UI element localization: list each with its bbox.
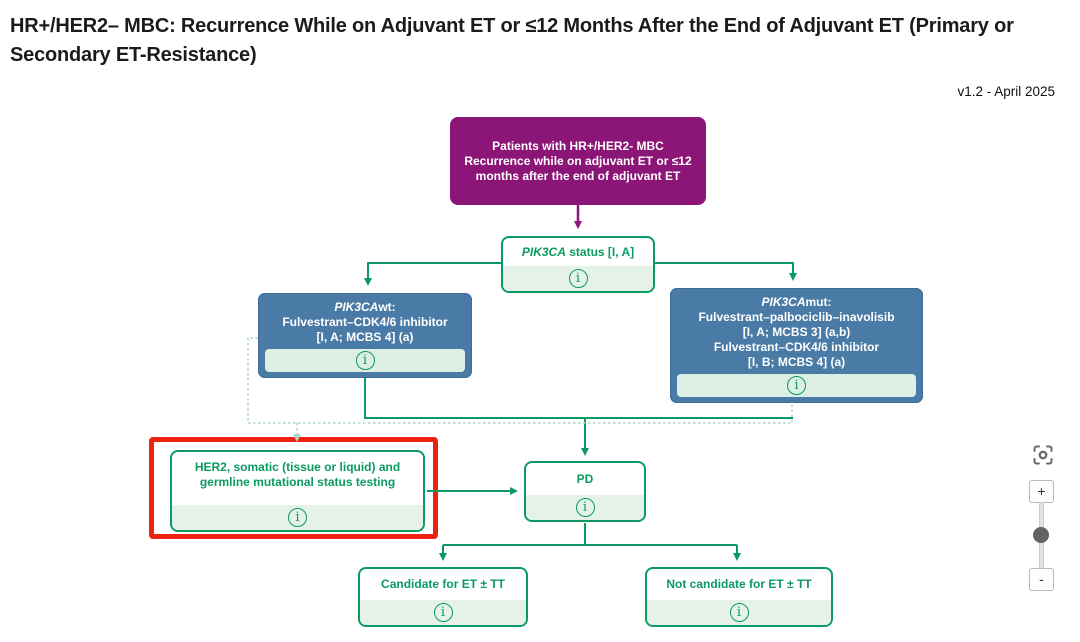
- info-strip: i: [647, 600, 831, 625]
- pik3ca-mut-box: PIK3CAmut: Fulvestrant–palbociclib–inavo…: [670, 288, 923, 403]
- info-strip: i: [526, 495, 644, 520]
- not-candidate-label: Not candidate for ET ± TT: [666, 577, 812, 591]
- info-icon[interactable]: i: [288, 508, 307, 527]
- pd-label: PD: [576, 471, 594, 486]
- info-strip: i: [503, 266, 653, 291]
- info-icon[interactable]: i: [729, 603, 749, 622]
- focus-icon: [1033, 445, 1053, 465]
- pik3ca-status-label: PIK3CA status [I, A]: [521, 244, 635, 259]
- info-icon[interactable]: i: [433, 603, 453, 622]
- mut-line5: [I, B; MCBS 4] (a): [747, 355, 846, 369]
- zoom-in-button[interactable]: +: [1029, 480, 1054, 503]
- patients-line2: Recurrence while on adjuvant ET or ≤12 m…: [464, 153, 692, 183]
- pik3ca-wt-box: PIK3CAwt: Fulvestrant–CDK4/6 inhibitor […: [258, 293, 472, 378]
- patients-line1: Patients with HR+/HER2- MBC: [492, 138, 664, 153]
- her2-testing-box: HER2, somatic (tissue or liquid) and ger…: [170, 450, 425, 532]
- info-icon[interactable]: i: [575, 498, 595, 517]
- candidate-label: Candidate for ET ± TT: [381, 577, 505, 591]
- info-icon[interactable]: i: [568, 269, 588, 288]
- info-strip: i: [677, 374, 916, 397]
- info-strip: i: [360, 600, 526, 625]
- info-icon[interactable]: i: [355, 351, 375, 370]
- not-candidate-box: Not candidate for ET ± TT i: [645, 567, 833, 627]
- mut-line2: Fulvestrant–palbociclib–inavolisib: [698, 310, 895, 324]
- page-title: HR+/HER2– MBC: Recurrence While on Adjuv…: [10, 15, 1014, 66]
- patients-box: Patients with HR+/HER2- MBC Recurrence w…: [450, 117, 706, 205]
- wt-line1: PIK3CAwt:: [334, 300, 396, 314]
- pd-box: PD i: [524, 461, 646, 522]
- mut-line4: Fulvestrant–CDK4/6 inhibitor: [713, 340, 880, 354]
- info-strip: i: [172, 505, 423, 530]
- wt-line3: [I, A; MCBS 4] (a): [316, 330, 414, 344]
- info-icon[interactable]: i: [787, 376, 806, 395]
- zoom-slider-handle[interactable]: [1033, 527, 1049, 543]
- version-label: v1.2 - April 2025: [957, 84, 1055, 99]
- reset-zoom-button[interactable]: [1031, 443, 1055, 467]
- wt-line2: Fulvestrant–CDK4/6 inhibitor: [282, 315, 448, 329]
- candidate-box: Candidate for ET ± TT i: [358, 567, 528, 627]
- pik3ca-status-box: PIK3CA status [I, A] i: [501, 236, 655, 293]
- mut-line1: PIK3CAmut:: [761, 295, 832, 309]
- zoom-out-button[interactable]: -: [1029, 568, 1054, 591]
- her2-testing-label: HER2, somatic (tissue or liquid) and ger…: [194, 460, 401, 489]
- info-strip: i: [265, 349, 465, 372]
- mut-line3: [I, A; MCBS 3] (a,b): [742, 325, 851, 339]
